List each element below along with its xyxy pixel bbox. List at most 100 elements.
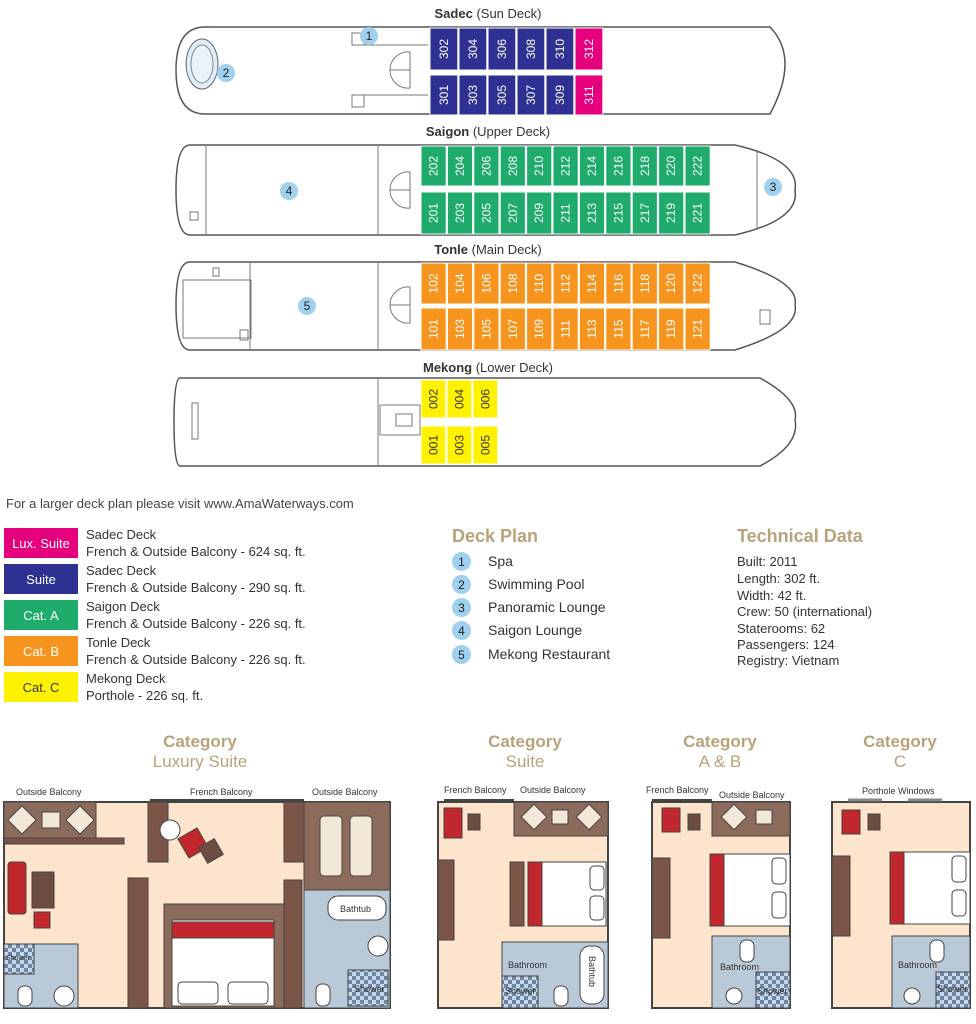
cabin-block [420, 425, 447, 465]
cabin-102[interactable]: 102 [420, 262, 447, 305]
marker-1-icon[interactable]: 1 [360, 27, 378, 45]
cabin-block [658, 262, 685, 305]
cabin-105[interactable]: 105 [473, 307, 500, 351]
cabin-212[interactable]: 212 [552, 145, 579, 187]
cabin-222[interactable]: 222 [684, 145, 711, 187]
cabin-119[interactable]: 119 [658, 307, 685, 351]
label-outside-balcony: Outside Balcony [312, 787, 378, 797]
cabin-block [578, 307, 606, 351]
cabin-number: 002 [426, 389, 440, 409]
cabin-305[interactable]: 305 [487, 74, 517, 116]
cabin-205[interactable]: 205 [473, 191, 500, 235]
marker-2-icon[interactable]: 2 [217, 64, 235, 82]
deck-plans: Sadec (Sun Deck)Saigon (Upper Deck)Tonle… [173, 6, 797, 467]
tech-passengers: Passengers: 124 [737, 637, 835, 652]
cabin-109[interactable]: 109 [526, 307, 553, 351]
cabin-216[interactable]: 216 [605, 145, 632, 187]
cabin-120[interactable]: 120 [658, 262, 685, 305]
cabin-block [458, 27, 488, 71]
cabin-number: 207 [506, 203, 520, 223]
cabin-122[interactable]: 122 [684, 262, 711, 305]
marker-4-icon[interactable]: 4 [280, 182, 298, 200]
cabin-311[interactable]: 311 [574, 74, 604, 116]
cabin-213[interactable]: 213 [578, 191, 606, 235]
cabin-002[interactable]: 002 [420, 379, 447, 419]
cabin-block [420, 262, 447, 305]
cabin-113[interactable]: 113 [578, 307, 606, 351]
cabin-block [605, 262, 632, 305]
cabin-218[interactable]: 218 [631, 145, 658, 187]
cabin-117[interactable]: 117 [631, 307, 658, 351]
cabin-303[interactable]: 303 [458, 74, 488, 116]
cabin-block [473, 145, 500, 187]
cabin-111[interactable]: 111 [552, 307, 579, 351]
legend-deck: Sadec Deck [86, 527, 157, 542]
cabin-201[interactable]: 201 [420, 191, 447, 235]
cabin-210[interactable]: 210 [526, 145, 553, 187]
cabin-203[interactable]: 203 [446, 191, 474, 235]
cabin-number: 220 [664, 156, 678, 176]
marker-circle [217, 64, 235, 82]
cabin-309[interactable]: 309 [545, 74, 575, 116]
cabin-116[interactable]: 116 [605, 262, 632, 305]
cabin-number: 106 [479, 273, 493, 293]
cabin-block [605, 145, 632, 187]
cabin-307[interactable]: 307 [516, 74, 546, 116]
cabin-number: 306 [495, 39, 509, 59]
cabin-108[interactable]: 108 [499, 262, 526, 305]
cabin-number: 112 [559, 274, 573, 293]
cabin-005[interactable]: 005 [472, 425, 499, 465]
cabin-103[interactable]: 103 [446, 307, 474, 351]
luxury-suite-plan [3, 799, 391, 1009]
cabin-101[interactable]: 101 [420, 307, 447, 351]
cabin-006[interactable]: 006 [472, 379, 499, 419]
deck-name: Sadec [435, 6, 477, 21]
cabin-121[interactable]: 121 [684, 307, 711, 351]
cabin-312[interactable]: 312 [574, 27, 604, 71]
cabin-211[interactable]: 211 [552, 191, 579, 235]
cabin-number: 003 [452, 435, 466, 455]
cabin-106[interactable]: 106 [473, 262, 500, 305]
mekong-deck-hull [173, 377, 797, 467]
cabin-number: 211 [559, 203, 573, 222]
cabin-207[interactable]: 207 [499, 191, 526, 235]
cabin-202[interactable]: 202 [420, 145, 447, 187]
cabin-115[interactable]: 115 [605, 307, 632, 351]
cabin-310[interactable]: 310 [545, 27, 575, 71]
cabin-110[interactable]: 110 [526, 262, 553, 305]
cabin-302[interactable]: 302 [429, 27, 459, 71]
cabin-number: 209 [532, 203, 546, 223]
cabin-306[interactable]: 306 [487, 27, 517, 71]
marker-3-icon[interactable]: 3 [764, 178, 782, 196]
cabin-301[interactable]: 301 [429, 74, 459, 116]
cabin-number: 206 [479, 156, 493, 176]
cabin-220[interactable]: 220 [658, 145, 685, 187]
label-shower: Shower [354, 984, 385, 994]
cabin-215[interactable]: 215 [605, 191, 632, 235]
cabin-209[interactable]: 209 [526, 191, 553, 235]
cabin-118[interactable]: 118 [631, 262, 658, 305]
cabin-number: 312 [582, 39, 596, 59]
cabin-114[interactable]: 114 [578, 262, 606, 305]
cabin-208[interactable]: 208 [499, 145, 526, 187]
cabin-217[interactable]: 217 [631, 191, 658, 235]
label-porthole-windows: Porthole Windows [862, 786, 935, 796]
cabin-304[interactable]: 304 [458, 27, 488, 71]
cabin-206[interactable]: 206 [473, 145, 500, 187]
cabin-block [473, 191, 500, 235]
cabin-308[interactable]: 308 [516, 27, 546, 71]
cabin-block [499, 145, 526, 187]
cabin-219[interactable]: 219 [658, 191, 685, 235]
marker-5-icon[interactable]: 5 [298, 297, 316, 315]
cabin-112[interactable]: 112 [552, 262, 579, 305]
cabin-004[interactable]: 004 [446, 379, 473, 419]
tech-staterooms: Staterooms: 62 [737, 621, 826, 636]
cabin-003[interactable]: 003 [446, 425, 473, 465]
cabin-107[interactable]: 107 [499, 307, 526, 351]
cabin-number: 118 [638, 274, 652, 293]
cabin-221[interactable]: 221 [684, 191, 711, 235]
cabin-204[interactable]: 204 [446, 145, 474, 187]
cabin-104[interactable]: 104 [446, 262, 474, 305]
cabin-214[interactable]: 214 [578, 145, 606, 187]
cabin-001[interactable]: 001 [420, 425, 447, 465]
